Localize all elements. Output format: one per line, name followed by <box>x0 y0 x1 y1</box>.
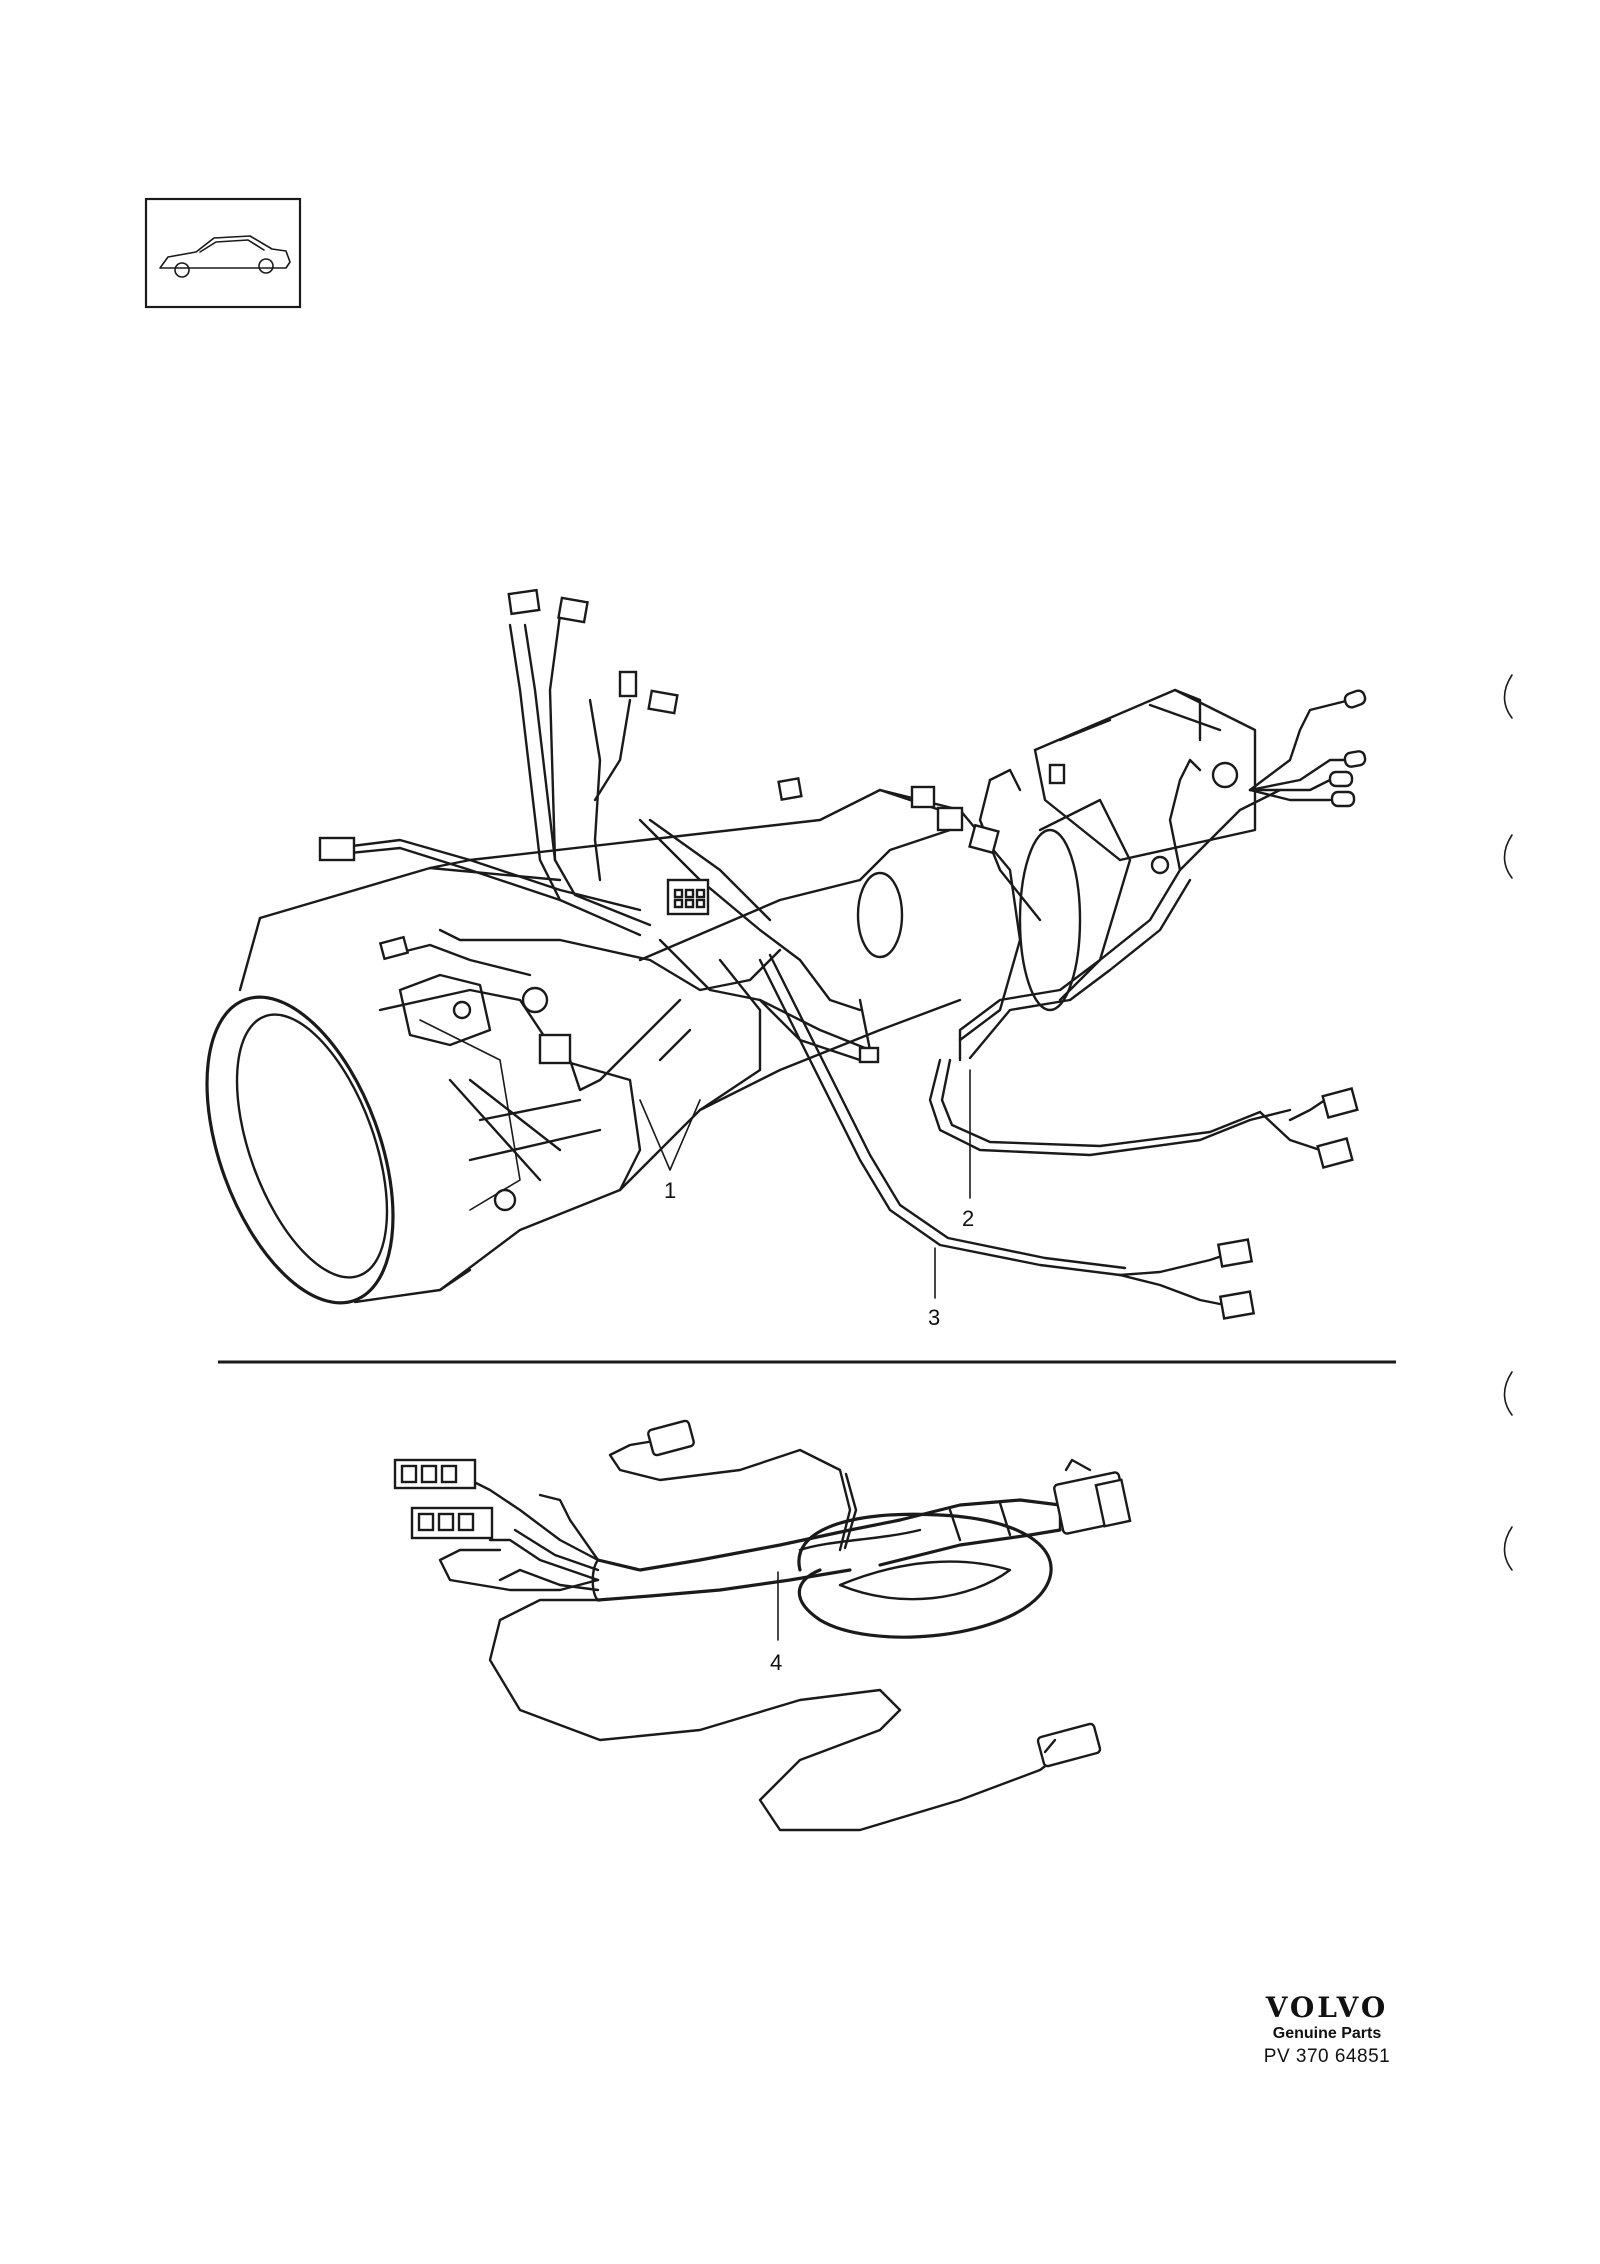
vehicle-thumbnail[interactable] <box>144 197 302 309</box>
brand-tagline: Genuine Parts <box>1272 2025 1382 2042</box>
wiring-harness-3 <box>758 953 1256 1320</box>
callout-4[interactable]: 4 <box>770 1650 782 1675</box>
svg-text:1: 1 <box>664 1178 676 1203</box>
transmission-assembly <box>205 688 1257 1305</box>
wiring-harness-1 <box>318 588 880 1092</box>
wiring-harness-2 <box>910 689 1367 1169</box>
volvo-logo: VOLVO <box>1265 1991 1389 2024</box>
callout-3[interactable]: 3 <box>928 1305 940 1330</box>
callout-1[interactable]: 1 <box>664 1178 676 1203</box>
margin-marks <box>1503 674 1513 1571</box>
svg-text:2: 2 <box>962 1206 974 1231</box>
car-sedan-icon <box>159 235 291 278</box>
illustration-code: PV 370 64851 <box>1263 2046 1391 2067</box>
svg-text:3: 3 <box>928 1305 940 1330</box>
brand-block: VOLVO Genuine Parts PV 370 64851 <box>1242 1993 1412 2069</box>
wiring-harness-4 <box>393 1419 1132 1832</box>
svg-text:4: 4 <box>770 1650 782 1675</box>
callout-2[interactable]: 2 <box>962 1206 974 1231</box>
callout-leaders-upper <box>639 1069 971 1299</box>
